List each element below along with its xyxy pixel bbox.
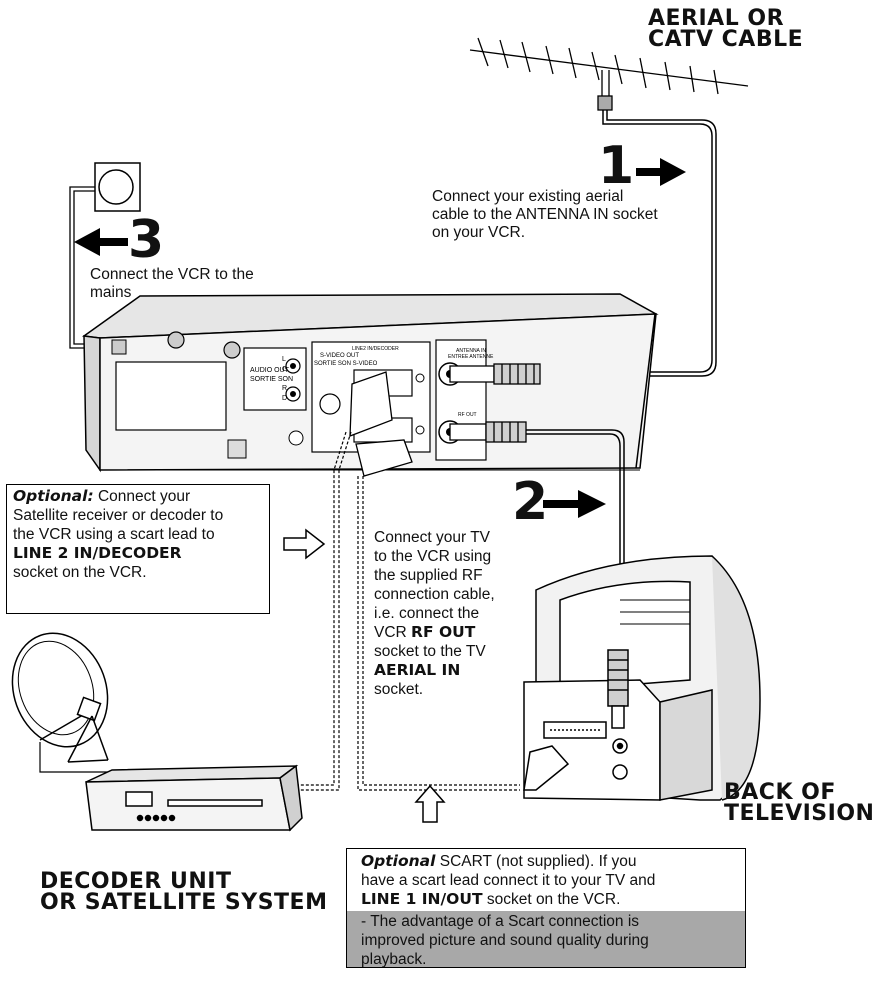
- step-2-line: to the VCR using: [374, 548, 492, 565]
- optional-scart-heading: Optional: [361, 852, 436, 870]
- step-1-line: on your VCR.: [432, 224, 526, 241]
- entree-antenne-label: ENTREE ANTENNE: [448, 354, 494, 360]
- step-2-aerial-in-line: AERIAL IN: [374, 661, 495, 680]
- rf-out-plug-icon: [449, 421, 527, 443]
- audio-g-label: G: [282, 366, 287, 373]
- decoder-unit-icon: [85, 764, 303, 832]
- optional-heading: Optional:: [13, 487, 94, 505]
- arrow-right-1-icon: [636, 158, 686, 186]
- arrow-right-2-icon: [543, 490, 606, 518]
- step-3-text: Connect the VCR to the mains: [90, 266, 254, 302]
- step-2-line: socket.: [374, 681, 424, 698]
- audio-d-label: D: [282, 395, 287, 402]
- tv-label-line1: BACK OF: [724, 780, 836, 805]
- vcr-prefix: VCR: [374, 624, 412, 641]
- audio-out-label: AUDIO OUT: [250, 367, 290, 374]
- step-1-text: Connect your existing aerial cable to th…: [432, 188, 658, 242]
- aerial-label: AERIAL OR CATV CABLE: [648, 6, 804, 52]
- optional-satellite-line: socket on the VCR.: [13, 564, 147, 581]
- outline-arrow-right-icon: [283, 528, 326, 560]
- antenna-plug-icon: [449, 363, 541, 385]
- aerial-in-term: AERIAL IN: [374, 661, 461, 679]
- step-1-number: 1: [598, 136, 634, 196]
- antenna-in-label: ANTENNA IN: [456, 348, 486, 354]
- outline-arrow-up-icon: [414, 784, 446, 823]
- step-2-line: i.e. connect the: [374, 605, 480, 622]
- aerial-cable: [540, 110, 713, 373]
- optional-satellite-line: Satellite receiver or decoder to: [13, 507, 224, 524]
- tv-label: BACK OF TELEVISION: [724, 780, 875, 826]
- optional-scart-text: socket on the VCR.: [482, 891, 621, 908]
- optional-scart-text: SCART (not supplied). If you: [435, 853, 637, 870]
- satellite-dish-icon: [11, 632, 109, 763]
- optional-satellite-line1: Optional: Connect your: [13, 487, 263, 506]
- sortie-son-label: SORTIE SON: [250, 376, 293, 383]
- step-2-line: connection cable,: [374, 586, 495, 603]
- step-1-line: Connect your existing aerial: [432, 188, 624, 205]
- advantage-line: playback.: [361, 951, 427, 968]
- line2-decoder-label: LINE2 IN/DECODER: [352, 346, 399, 352]
- optional-scart-socket-line: LINE 1 IN/OUT socket on the VCR.: [361, 890, 731, 909]
- rf-out-term: RF OUT: [411, 623, 476, 641]
- step-3-line: mains: [90, 284, 132, 301]
- television-icon: [523, 555, 761, 801]
- step-2-rf-out-line: VCR RF OUT: [374, 623, 495, 642]
- optional-scart-line1: Optional SCART (not supplied). If you: [361, 852, 731, 871]
- decoder-label-line2: OR SATELLITE SYSTEM: [40, 890, 328, 915]
- optional-scart-line: have a scart lead connect it to your TV …: [361, 872, 656, 889]
- decoder-label-line1: DECODER UNIT: [40, 869, 232, 894]
- scart-plug-icon: [349, 371, 413, 477]
- optional-satellite-text: Connect your: [93, 488, 191, 505]
- step-2-line: socket to the TV: [374, 643, 486, 660]
- step-2-line: Connect your TV: [374, 529, 491, 546]
- step-1-line: cable to the ANTENNA IN socket: [432, 206, 658, 223]
- aerial-label-line1: AERIAL OR: [648, 6, 785, 31]
- sortie-svideo-label: SORTIE SON S-VIDEO: [314, 361, 378, 367]
- aerial-label-line2: CATV CABLE: [648, 27, 804, 52]
- line2-decoder-term: LINE 2 IN/DECODER: [13, 544, 182, 562]
- mains-socket-icon: [94, 162, 141, 212]
- optional-satellite-line: the VCR using a scart lead to: [13, 526, 215, 543]
- optional-scart-box: Optional SCART (not supplied). If you ha…: [346, 848, 746, 968]
- optional-satellite-box: Optional: Connect your Satellite receive…: [6, 484, 270, 614]
- arrow-left-3-icon: [74, 228, 128, 256]
- step-2-line: the supplied RF: [374, 567, 483, 584]
- svideo-out-label: S-VIDEO OUT: [320, 353, 359, 359]
- rf-out-small-label: RF OUT: [458, 412, 477, 418]
- advantage-line: - The advantage of a Scart connection is: [361, 913, 640, 930]
- aerial-antenna-icon: [469, 37, 749, 111]
- step-2-number: 2: [512, 472, 548, 532]
- scart-lead-dashed: [290, 431, 347, 786]
- step-2-text: Connect your TV to the VCR using the sup…: [374, 528, 495, 699]
- audio-l-label: L: [282, 356, 286, 363]
- optional-satellite-socket: LINE 2 IN/DECODER: [13, 544, 263, 563]
- step-3-number: 3: [128, 210, 164, 270]
- advantage-line: improved picture and sound quality durin…: [361, 932, 649, 949]
- optional-scart-top: Optional SCART (not supplied). If you ha…: [347, 849, 745, 911]
- step-3-line: Connect the VCR to the: [90, 266, 254, 283]
- rf-cable: [526, 429, 625, 650]
- optional-scart-advantage: - The advantage of a Scart connection is…: [347, 911, 745, 968]
- decoder-label: DECODER UNIT OR SATELLITE SYSTEM: [40, 869, 328, 915]
- audio-r-label: R: [282, 385, 287, 392]
- tv-label-line2: TELEVISION: [724, 801, 875, 826]
- line1-inout-term: LINE 1 IN/OUT: [361, 890, 483, 908]
